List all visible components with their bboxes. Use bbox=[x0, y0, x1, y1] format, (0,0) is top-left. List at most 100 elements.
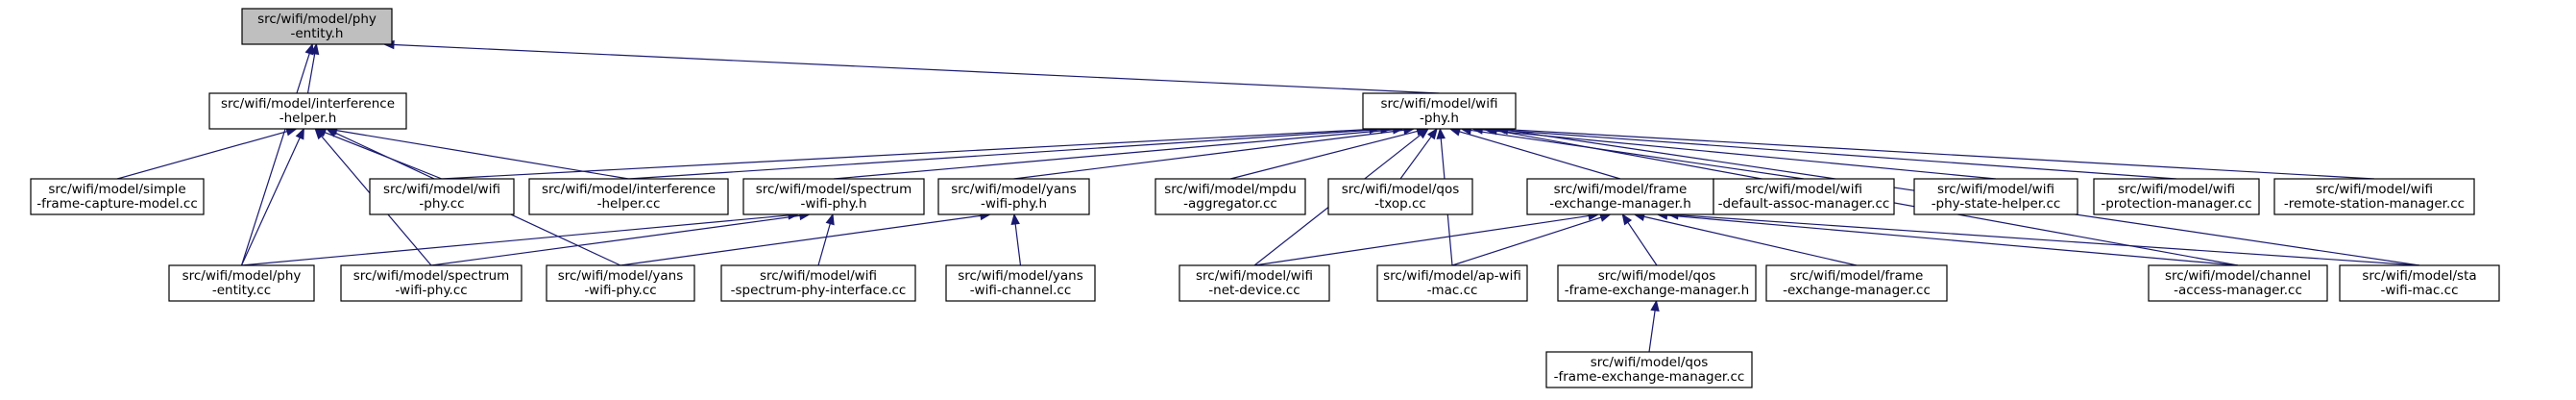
node-label-line-1: src/wifi/model/qos bbox=[1342, 182, 1460, 197]
node-label-line-2: -entity.h bbox=[291, 26, 344, 41]
node-label-line-1: src/wifi/model/frame bbox=[1790, 268, 1924, 284]
node-wifi_phy_h[interactable]: src/wifi/model/wifi-phy.h bbox=[1362, 92, 1517, 130]
arrowhead bbox=[1010, 212, 1020, 226]
node-fem_cc[interactable]: src/wifi/model/frame-exchange-manager.cc bbox=[1765, 264, 1948, 302]
node-label-line-1: src/wifi/model/wifi bbox=[2316, 182, 2433, 197]
node-label-line-1: src/wifi/model/spectrum bbox=[756, 182, 912, 197]
node-yans_channel_cc[interactable]: src/wifi/model/yans-wifi-channel.cc bbox=[945, 264, 1096, 302]
node-phy_state_cc[interactable]: src/wifi/model/wifi-phy-state-helper.cc bbox=[1913, 178, 2078, 215]
node-sta_mac_cc[interactable]: src/wifi/model/sta-wifi-mac.cc bbox=[2339, 264, 2500, 302]
node-box bbox=[30, 178, 205, 215]
node-phy_entity_cc[interactable]: src/wifi/model/phy-entity.cc bbox=[168, 264, 315, 302]
node-label-line-2: -frame-exchange-manager.cc bbox=[1554, 369, 1745, 385]
edge-rsm_cc-to-wifi_phy_h bbox=[1494, 124, 2375, 180]
node-protection_cc[interactable]: src/wifi/model/wifi-protection-manager.c… bbox=[2093, 178, 2260, 215]
node-label-line-1: src/wifi/model/wifi bbox=[1937, 182, 2054, 197]
node-label-line-2: -wifi-phy.h bbox=[800, 196, 866, 212]
node-label-line-1: src/wifi/model/yans bbox=[958, 268, 1083, 284]
node-label-line-2: -spectrum-phy-interface.cc bbox=[731, 283, 907, 298]
edge-phy_entity_cc-to-interference_h bbox=[240, 127, 304, 266]
node-label-line-2: -access-manager.cc bbox=[2174, 283, 2302, 298]
node-net_device_cc[interactable]: src/wifi/model/wifi-net-device.cc bbox=[1179, 264, 1330, 302]
edges-layer bbox=[116, 39, 2420, 353]
edge-simple_frame_capture_cc-to-interference_h bbox=[116, 127, 298, 180]
node-ap_mac_cc[interactable]: src/wifi/model/ap-wifi-mac.cc bbox=[1376, 264, 1528, 302]
node-label-line-1: src/wifi/model/wifi bbox=[1745, 182, 1862, 197]
arrowhead bbox=[295, 127, 304, 140]
node-simple_frame_capture_cc[interactable]: src/wifi/model/simple-frame-capture-mode… bbox=[30, 178, 205, 215]
arrowhead bbox=[1417, 128, 1430, 139]
node-qos_fem_cc[interactable]: src/wifi/model/qos-frame-exchange-manage… bbox=[1545, 351, 1753, 388]
edge-phy_entity_cc-to-spectrum_h bbox=[241, 211, 800, 266]
node-fem_h[interactable]: src/wifi/model/frame-exchange-manager.h bbox=[1526, 178, 1714, 215]
node-label-line-1: src/wifi/model/frame bbox=[1554, 182, 1688, 197]
node-interference_h[interactable]: src/wifi/model/interference-helper.h bbox=[208, 92, 407, 130]
edge-qos_fem_h-to-fem_h bbox=[1621, 212, 1658, 266]
node-label-line-1: src/wifi/model/phy bbox=[182, 268, 302, 284]
edge-qos_fem_cc-to-qos_fem_h bbox=[1648, 299, 1660, 353]
node-label-line-1: src/wifi/model/channel bbox=[2165, 268, 2311, 284]
node-interference_cc[interactable]: src/wifi/model/interference-helper.cc bbox=[528, 178, 729, 215]
nodes-layer: src/wifi/model/phy-entity.hsrc/wifi/mode… bbox=[30, 8, 2500, 388]
node-label-line-2: -aggregator.cc bbox=[1183, 196, 1277, 212]
node-label-line-2: -exchange-manager.cc bbox=[1783, 283, 1931, 298]
node-label-line-1: src/wifi/model/interference bbox=[221, 96, 395, 112]
node-box bbox=[546, 264, 695, 302]
node-default_assoc_cc[interactable]: src/wifi/model/wifi-default-assoc-manage… bbox=[1713, 178, 1895, 215]
node-box bbox=[2093, 178, 2260, 215]
arrowhead bbox=[1621, 212, 1633, 226]
node-box bbox=[1713, 178, 1895, 215]
edge-net_device_cc-to-fem_h bbox=[1253, 211, 1600, 266]
node-box bbox=[1362, 92, 1517, 130]
node-box bbox=[528, 178, 729, 215]
node-spectrum_cc[interactable]: src/wifi/model/spectrum-wifi-phy.cc bbox=[340, 264, 522, 302]
edge-qos_txop_cc-to-wifi_phy_h bbox=[1399, 127, 1438, 180]
node-label-line-2: -wifi-phy.cc bbox=[395, 283, 467, 298]
node-box bbox=[720, 264, 916, 302]
node-label-line-1: src/wifi/model/sta bbox=[2362, 268, 2476, 284]
node-label-line-2: -exchange-manager.h bbox=[1549, 196, 1691, 212]
node-box bbox=[1765, 264, 1948, 302]
node-box bbox=[340, 264, 522, 302]
node-label-line-1: src/wifi/model/qos bbox=[1598, 268, 1716, 284]
node-box bbox=[937, 178, 1090, 215]
node-label-line-1: src/wifi/model/simple bbox=[48, 182, 185, 197]
edge-yans_cc-to-yans_h bbox=[620, 211, 992, 266]
node-cam_cc[interactable]: src/wifi/model/channel-access-manager.cc bbox=[2148, 264, 2328, 302]
node-wifi_phy_cc[interactable]: src/wifi/model/wifi-phy.cc bbox=[369, 178, 515, 215]
node-spi_cc[interactable]: src/wifi/model/wifi-spectrum-phy-interfa… bbox=[720, 264, 916, 302]
node-label-line-1: src/wifi/model/wifi bbox=[1196, 268, 1313, 284]
node-label-line-2: -helper.h bbox=[279, 111, 337, 126]
node-label-line-2: -net-device.cc bbox=[1208, 283, 1300, 298]
node-label-line-1: src/wifi/model/wifi bbox=[383, 182, 500, 197]
node-mpdu_cc[interactable]: src/wifi/model/mpdu-aggregator.cc bbox=[1154, 178, 1306, 215]
node-box bbox=[241, 8, 393, 45]
node-yans_h[interactable]: src/wifi/model/yans-wifi-phy.h bbox=[937, 178, 1090, 215]
node-yans_cc[interactable]: src/wifi/model/yans-wifi-phy.cc bbox=[546, 264, 695, 302]
node-label-line-1: src/wifi/model/interference bbox=[542, 182, 716, 197]
edge-default_assoc_cc-to-wifi_phy_h bbox=[1459, 125, 1805, 180]
node-label-line-2: -phy.h bbox=[1420, 111, 1459, 126]
node-spectrum_h[interactable]: src/wifi/model/spectrum-wifi-phy.h bbox=[742, 178, 925, 215]
node-label-line-1: src/wifi/model/qos bbox=[1591, 355, 1709, 370]
edge-yans_h-to-wifi_phy_h bbox=[1013, 125, 1416, 180]
node-qos_txop_cc[interactable]: src/wifi/model/qos-txop.cc bbox=[1327, 178, 1473, 215]
node-box bbox=[945, 264, 1096, 302]
node-phy_entity_h: src/wifi/model/phy-entity.h bbox=[241, 8, 393, 45]
node-label-line-1: src/wifi/model/wifi bbox=[2118, 182, 2235, 197]
node-box bbox=[1376, 264, 1528, 302]
arrowhead bbox=[1436, 127, 1446, 139]
edge-fem_h-to-wifi_phy_h bbox=[1448, 127, 1621, 180]
edge-spectrum_cc-to-spectrum_h bbox=[430, 211, 812, 266]
node-label-line-2: -wifi-phy.cc bbox=[584, 283, 656, 298]
edge-sta_mac_cc-to-fem_h bbox=[1666, 210, 2420, 266]
arrowhead bbox=[825, 212, 835, 226]
node-box bbox=[369, 178, 515, 215]
node-label-line-2: -frame-exchange-manager.h bbox=[1565, 283, 1749, 298]
node-rsm_cc[interactable]: src/wifi/model/wifi-remote-station-manag… bbox=[2273, 178, 2475, 215]
node-label-line-1: src/wifi/model/yans bbox=[558, 268, 684, 284]
edge-yans_channel_cc-to-yans_h bbox=[1010, 212, 1022, 266]
node-qos_fem_h[interactable]: src/wifi/model/qos-frame-exchange-manage… bbox=[1557, 264, 1757, 302]
node-label-line-2: -remote-station-manager.cc bbox=[2284, 196, 2465, 212]
